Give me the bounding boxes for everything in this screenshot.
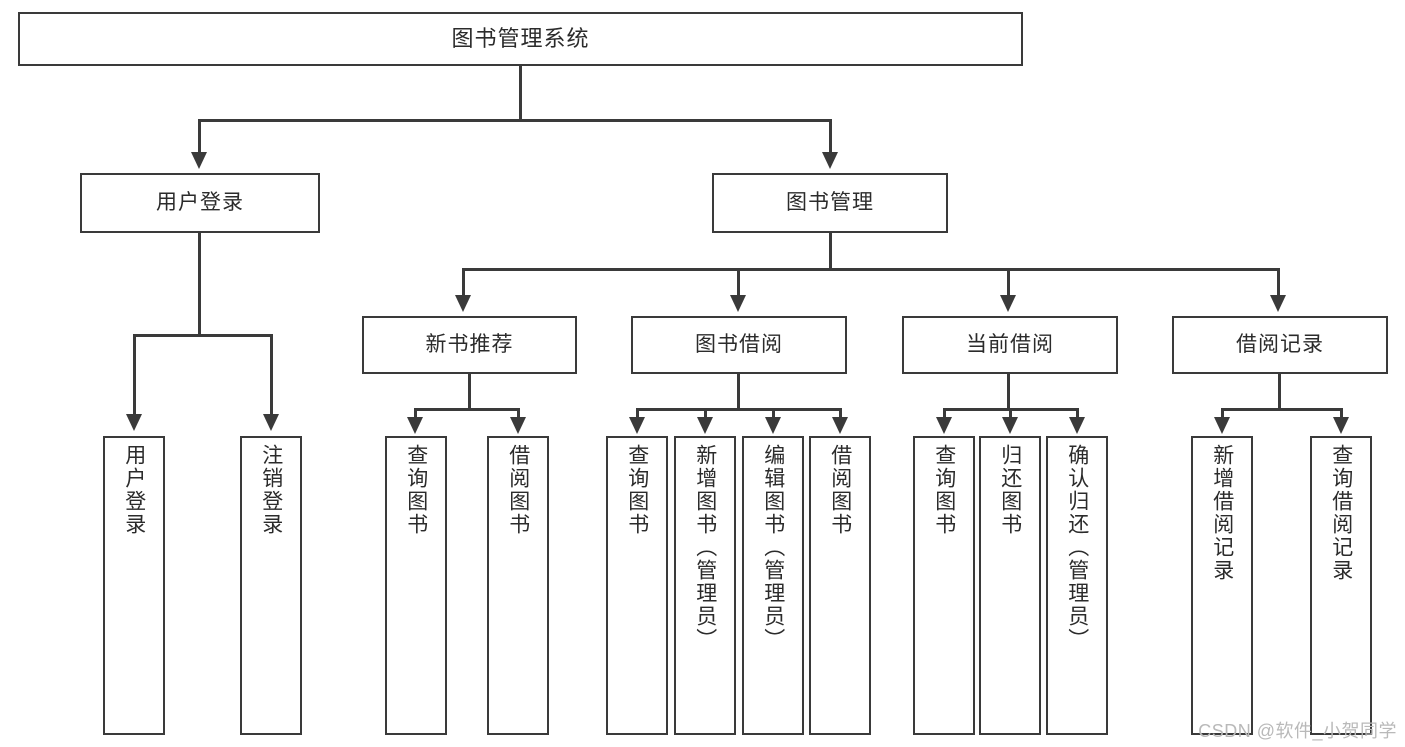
connector-new-book-stem (468, 374, 471, 408)
arrowhead-root-to-book-mgmt (822, 152, 838, 169)
connector-book-mgmt-drop-1 (462, 268, 465, 296)
connector-book-borrow-drop-2 (704, 408, 707, 418)
connector-user-login-stem (198, 233, 201, 334)
node-label: 新书推荐 (425, 332, 514, 356)
node-new-book-recommend[interactable]: 新书推荐 (362, 316, 577, 374)
connector-borrow-record-drop-1 (1221, 408, 1224, 418)
node-label: 查询图书 (932, 444, 956, 536)
connector-user-login-drop-1 (133, 334, 136, 415)
arrowhead-book-borrow-leaf-2 (697, 417, 713, 434)
arrowhead-current-borrow-leaf-3 (1069, 417, 1085, 434)
connector-current-borrow-drop-1 (943, 408, 946, 418)
arrowhead-new-book-leaf-1 (407, 417, 423, 434)
node-book-borrow[interactable]: 图书借阅 (631, 316, 847, 374)
connector-book-borrow-drop-3 (772, 408, 775, 418)
leaf-new-book-borrow[interactable]: 借阅图书 (487, 436, 549, 735)
arrowhead-borrow-record-leaf-1 (1214, 417, 1230, 434)
arrowhead-new-book-leaf-2 (510, 417, 526, 434)
arrowhead-user-login-leaf-1 (126, 414, 142, 431)
node-label: 查询图书 (625, 444, 649, 536)
arrowhead-current-borrow-leaf-2 (1002, 417, 1018, 434)
arrowhead-user-login-leaf-2 (263, 414, 279, 431)
arrowhead-book-borrow-leaf-1 (629, 417, 645, 434)
node-label: 借阅记录 (1236, 332, 1324, 356)
arrowhead-book-mgmt-child-1 (455, 295, 471, 312)
node-label: 用户登录 (156, 190, 244, 214)
connector-root-stem (519, 66, 522, 119)
connector-book-mgmt-stem (829, 233, 832, 268)
arrowhead-book-mgmt-child-2 (730, 295, 746, 312)
node-label: 图书管理 (786, 190, 874, 214)
node-label: 归还图书 (998, 444, 1022, 536)
connector-book-mgmt-bus (462, 268, 1280, 271)
connector-current-borrow-stem (1007, 374, 1010, 408)
connector-book-mgmt-drop-3 (1007, 268, 1010, 296)
node-label: 用户登录 (122, 444, 146, 536)
node-label: 查询借阅记录 (1329, 444, 1353, 582)
connector-current-borrow-drop-3 (1076, 408, 1079, 418)
connector-current-borrow-drop-2 (1009, 408, 1012, 418)
connector-new-book-drop-1 (414, 408, 417, 418)
connector-borrow-record-bus (1221, 408, 1343, 411)
arrowhead-book-borrow-leaf-3 (765, 417, 781, 434)
leaf-current-borrow-confirm-return[interactable]: 确认归还（管理员） (1046, 436, 1108, 735)
connector-new-book-drop-2 (517, 408, 520, 418)
watermark-text: CSDN @软件_小贺同学 (1198, 721, 1397, 741)
leaf-book-borrow-add[interactable]: 新增图书（管理员） (674, 436, 736, 735)
leaf-borrow-record-add[interactable]: 新增借阅记录 (1191, 436, 1253, 735)
leaf-book-borrow-edit[interactable]: 编辑图书（管理员） (742, 436, 804, 735)
leaf-user-login-login[interactable]: 用户登录 (103, 436, 165, 735)
arrowhead-book-mgmt-child-3 (1000, 295, 1016, 312)
arrowhead-borrow-record-leaf-2 (1333, 417, 1349, 434)
connector-root-bus (198, 119, 832, 122)
arrowhead-current-borrow-leaf-1 (936, 417, 952, 434)
connector-book-borrow-bus (636, 408, 842, 411)
leaf-current-borrow-return[interactable]: 归还图书 (979, 436, 1041, 735)
connector-new-book-bus (414, 408, 520, 411)
connector-book-borrow-stem (737, 374, 740, 408)
node-borrow-record[interactable]: 借阅记录 (1172, 316, 1388, 374)
arrowhead-book-mgmt-child-4 (1270, 295, 1286, 312)
connector-borrow-record-drop-2 (1340, 408, 1343, 418)
node-label: 当前借阅 (966, 332, 1054, 356)
node-label: 新增图书（管理员） (693, 444, 717, 651)
node-user-login[interactable]: 用户登录 (80, 173, 320, 233)
connector-book-borrow-drop-1 (636, 408, 639, 418)
connector-book-mgmt-drop-2 (737, 268, 740, 296)
leaf-book-borrow-query[interactable]: 查询图书 (606, 436, 668, 735)
node-label: 注销登录 (259, 444, 283, 536)
node-label: 确认归还（管理员） (1065, 444, 1089, 651)
connector-borrow-record-stem (1278, 374, 1281, 408)
connector-user-login-drop-2 (270, 334, 273, 415)
leaf-user-login-logout[interactable]: 注销登录 (240, 436, 302, 735)
connector-root-to-user-login (198, 119, 201, 153)
node-book-management[interactable]: 图书管理 (712, 173, 948, 233)
leaf-new-book-query[interactable]: 查询图书 (385, 436, 447, 735)
leaf-current-borrow-query[interactable]: 查询图书 (913, 436, 975, 735)
node-label: 借阅图书 (506, 444, 530, 536)
node-current-borrow[interactable]: 当前借阅 (902, 316, 1118, 374)
leaf-borrow-record-query[interactable]: 查询借阅记录 (1310, 436, 1372, 735)
node-label: 编辑图书（管理员） (761, 444, 785, 651)
node-label: 新增借阅记录 (1210, 444, 1234, 582)
connector-user-login-bus (133, 334, 273, 337)
node-label: 图书借阅 (695, 332, 783, 356)
leaf-book-borrow-borrow[interactable]: 借阅图书 (809, 436, 871, 735)
arrowhead-book-borrow-leaf-4 (832, 417, 848, 434)
node-label: 借阅图书 (828, 444, 852, 536)
node-root-system[interactable]: 图书管理系统 (18, 12, 1023, 66)
arrowhead-root-to-user-login (191, 152, 207, 169)
connector-book-borrow-drop-4 (839, 408, 842, 418)
connector-book-mgmt-drop-4 (1277, 268, 1280, 296)
node-label: 查询图书 (404, 444, 428, 536)
connector-root-to-book-mgmt (829, 119, 832, 153)
node-label: 图书管理系统 (451, 26, 590, 52)
